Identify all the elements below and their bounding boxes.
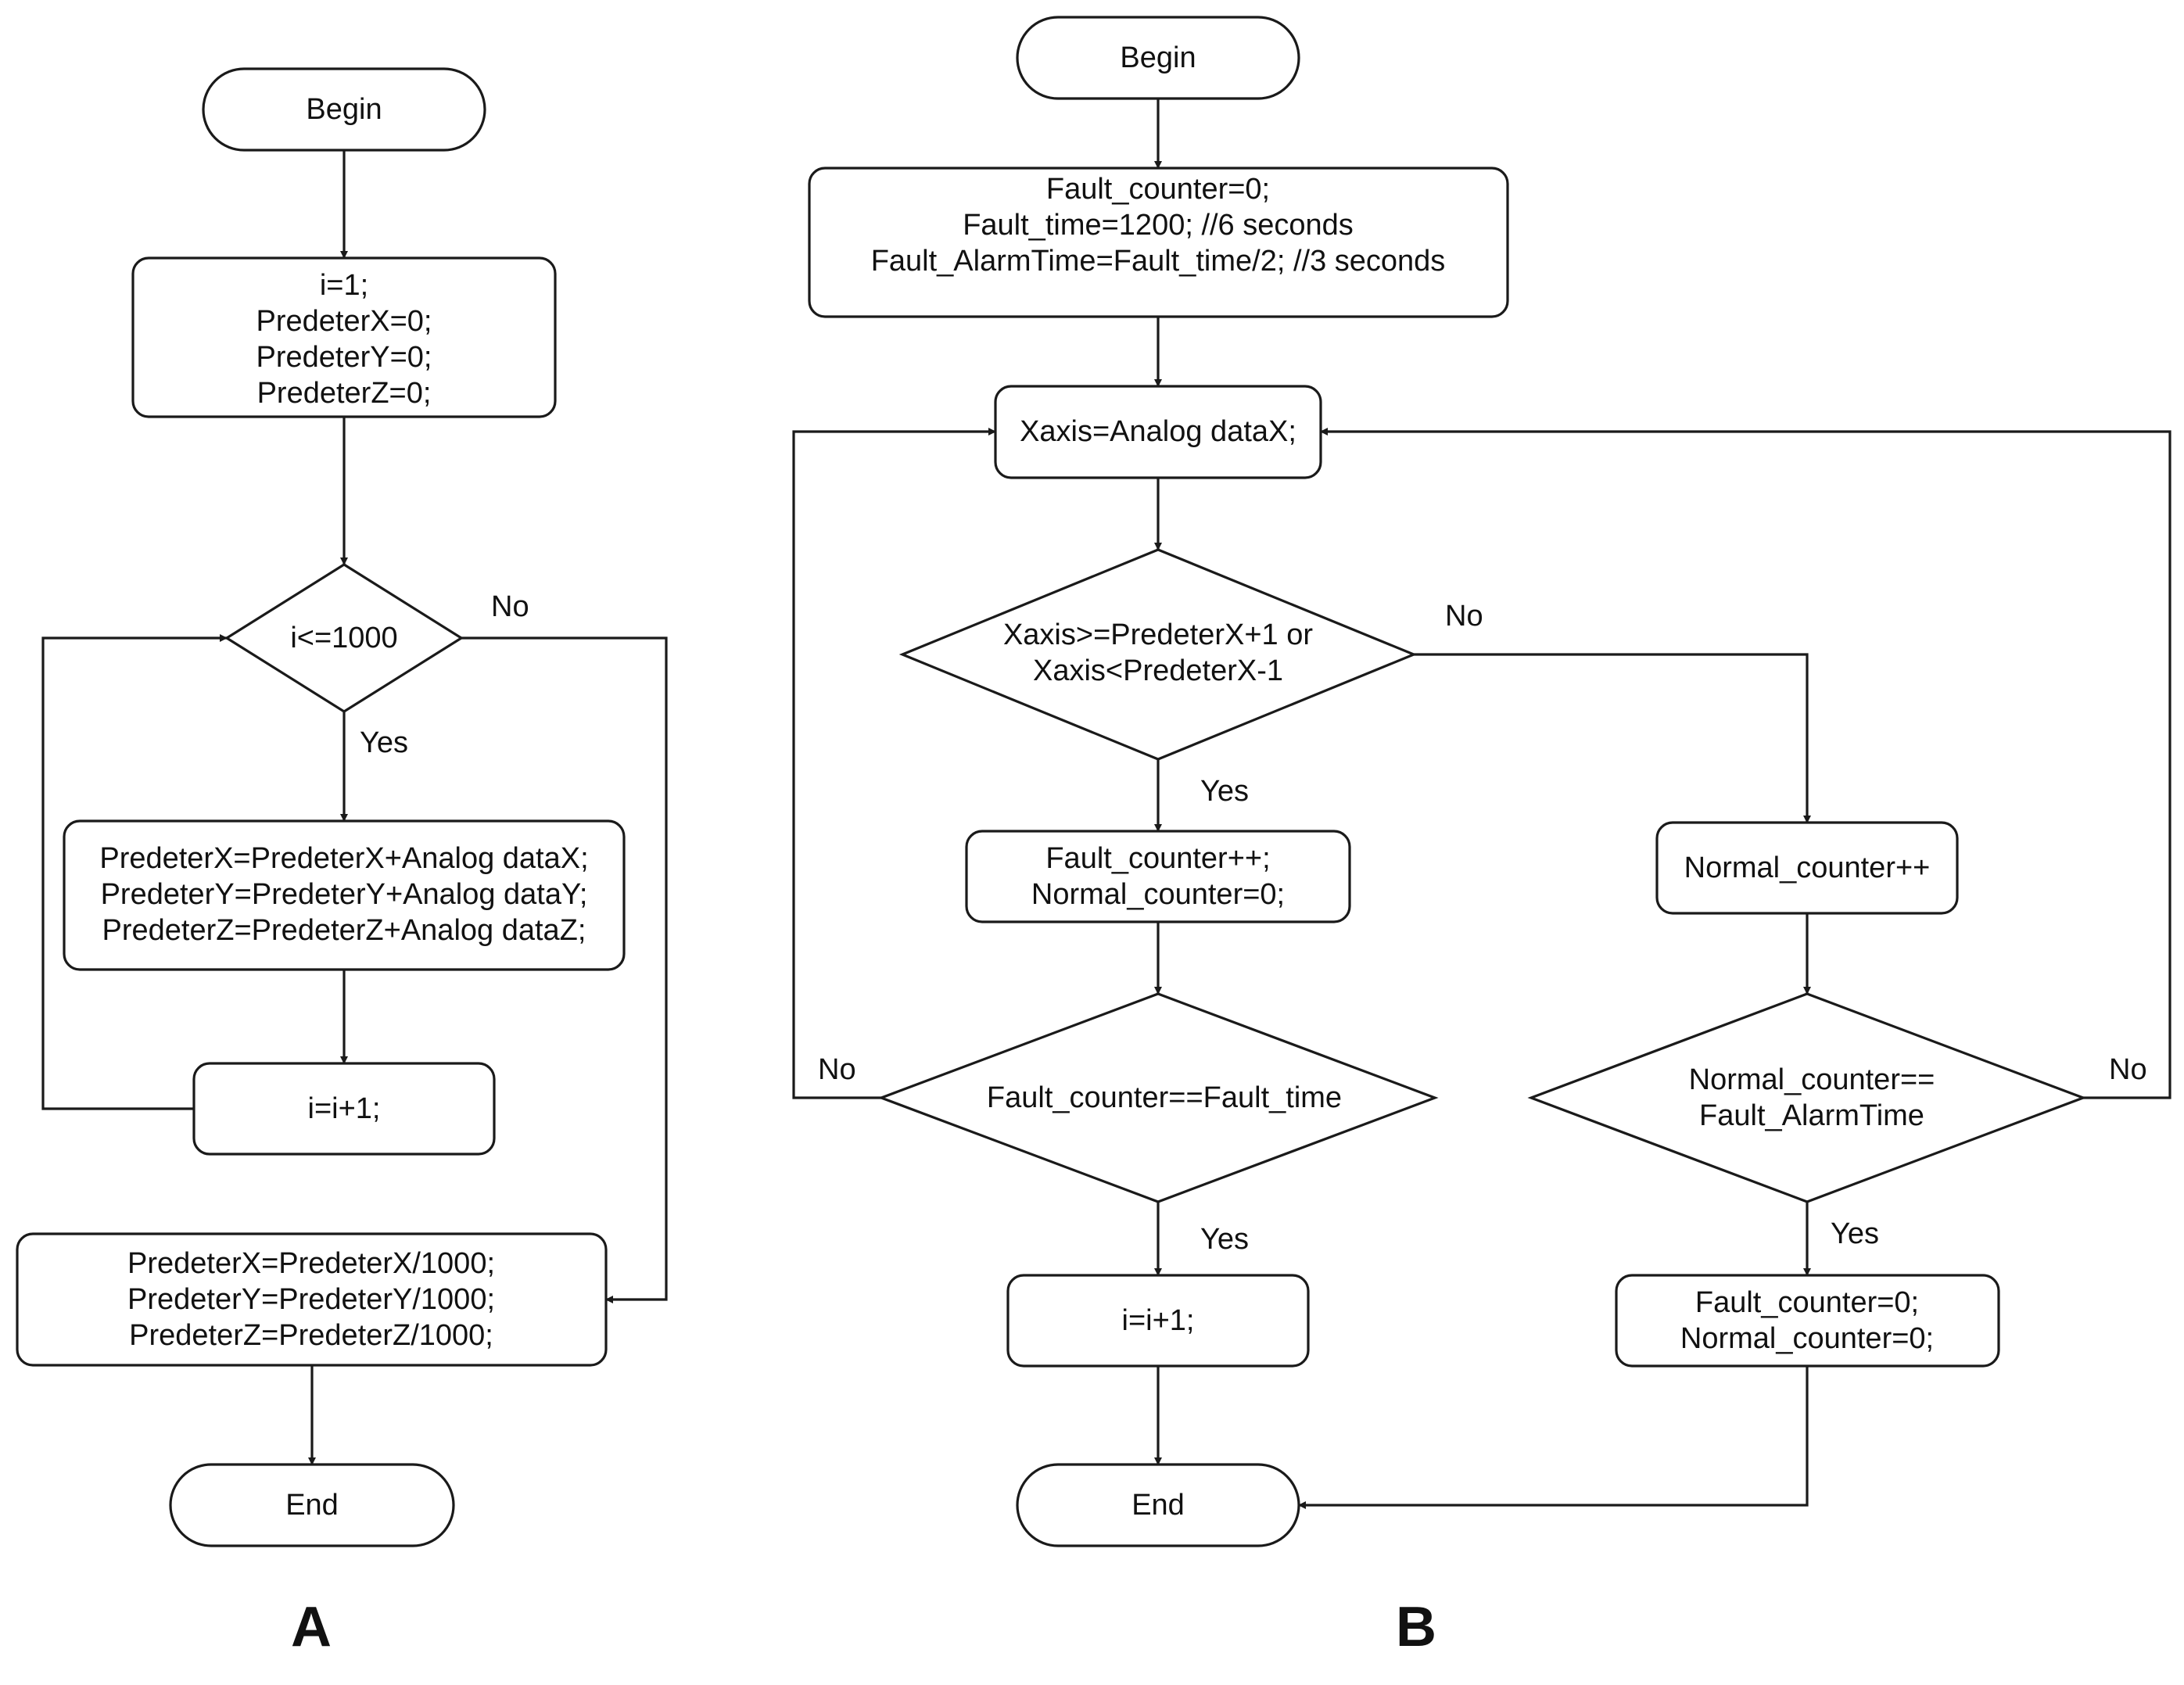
b-normal-decision: Normal_counter== Fault_AlarmTime	[1527, 992, 2087, 1203]
b-reset-line: Fault_counter=0;	[1695, 1286, 1919, 1319]
a-end-text: End	[285, 1489, 339, 1522]
a-begin-terminal: Begin	[202, 67, 486, 152]
b-end-terminal: End	[1016, 1463, 1300, 1547]
a-end-terminal: End	[169, 1463, 455, 1547]
b-range-yes-label: Yes	[1200, 775, 1249, 808]
a-average-line: PredeterX=PredeterX/1000;	[127, 1247, 495, 1280]
a-increment-process: i=i+1;	[192, 1062, 496, 1156]
b-normal-check-line: Normal_counter==	[1689, 1063, 1935, 1096]
b-fault-inc-line: Fault_counter++;	[1045, 842, 1270, 875]
a-init-line: PredeterY=0;	[256, 341, 432, 374]
b-normal-no-label: No	[2109, 1053, 2147, 1086]
a-increment-text: i=i+1;	[308, 1092, 381, 1125]
a-init-process: i=1; PredeterX=0; PredeterY=0; PredeterZ…	[131, 256, 557, 418]
b-increment-text: i=i+1;	[1122, 1304, 1195, 1337]
a-accumulate-line: PredeterZ=PredeterZ+Analog dataZ;	[102, 914, 586, 947]
b-begin-terminal: Begin	[1016, 16, 1300, 100]
a-average-process: PredeterX=PredeterX/1000; PredeterY=Pred…	[16, 1232, 608, 1367]
panel-b: Begin Fault_counter=0; Fault_time=1200; …	[792, 16, 2171, 1658]
a-condition-text: i<=1000	[290, 622, 397, 654]
a-init-line: i=1;	[320, 269, 368, 302]
b-init-line: Fault_counter=0;	[1046, 173, 1270, 206]
b-normal-yes-label: Yes	[1831, 1217, 1879, 1250]
b-read-text: Xaxis=Analog dataX;	[1020, 415, 1296, 448]
a-edge-increment-loop	[41, 634, 228, 1110]
b-reset-process: Fault_counter=0; Normal_counter=0;	[1615, 1274, 2000, 1368]
b-read-process: Xaxis=Analog dataX;	[994, 385, 1322, 479]
b-fault-inc-line: Normal_counter=0;	[1031, 878, 1285, 911]
b-begin-text: Begin	[1120, 41, 1196, 74]
a-loop-decision: i<=1000	[224, 563, 464, 713]
b-normal-check-line: Fault_AlarmTime	[1699, 1099, 1924, 1132]
b-fault-inc-process: Fault_counter++; Normal_counter=0;	[965, 830, 1351, 923]
a-yes-label: Yes	[360, 726, 408, 759]
a-accumulate-line: PredeterY=PredeterY+Analog dataY;	[101, 878, 588, 911]
b-edge-range-no	[1414, 653, 1811, 823]
b-edge-reset-end	[1298, 1366, 1809, 1509]
panel-b-label: B	[1396, 1596, 1436, 1658]
a-begin-text: Begin	[306, 93, 382, 126]
b-normal-inc-text: Normal_counter++	[1684, 851, 1931, 884]
b-edge-normal-no-loop	[1320, 428, 2171, 1099]
b-init-line: Fault_AlarmTime=Fault_time/2; //3 second…	[871, 245, 1446, 278]
a-accumulate-process: PredeterX=PredeterX+Analog dataX; Predet…	[63, 819, 626, 971]
a-edge-decision-no	[461, 636, 668, 1303]
a-no-label: No	[491, 590, 529, 623]
b-end-text: End	[1131, 1489, 1185, 1522]
panel-a: Begin i=1; PredeterX=0; PredeterY=0; Pre…	[16, 67, 668, 1658]
panel-a-label: A	[291, 1596, 332, 1658]
a-average-line: PredeterZ=PredeterZ/1000;	[129, 1319, 493, 1352]
b-range-no-label: No	[1445, 600, 1483, 633]
b-init-process: Fault_counter=0; Fault_time=1200; //6 se…	[808, 167, 1509, 318]
a-accumulate-line: PredeterX=PredeterX+Analog dataX;	[99, 842, 588, 875]
b-fault-no-label: No	[818, 1053, 856, 1086]
b-fault-check-text: Fault_counter==Fault_time	[987, 1081, 1342, 1114]
b-normal-inc-process: Normal_counter++	[1655, 821, 1959, 915]
a-init-line: PredeterX=0;	[256, 305, 432, 338]
b-fault-yes-label: Yes	[1200, 1223, 1249, 1256]
b-edge-fault-no-loop	[792, 428, 996, 1099]
b-increment-process: i=i+1;	[1006, 1274, 1310, 1368]
b-reset-line: Normal_counter=0;	[1680, 1322, 1934, 1355]
b-range-decision: Xaxis>=PredeterX+1 or Xaxis<PredeterX-1	[898, 548, 1418, 761]
a-init-line: PredeterZ=0;	[257, 377, 432, 410]
b-range-line: Xaxis<PredeterX-1	[1033, 654, 1283, 687]
b-init-line: Fault_time=1200; //6 seconds	[963, 209, 1354, 242]
b-range-line: Xaxis>=PredeterX+1 or	[1003, 618, 1313, 651]
a-average-line: PredeterY=PredeterY/1000;	[127, 1283, 495, 1316]
b-fault-decision: Fault_counter==Fault_time	[877, 992, 1439, 1203]
